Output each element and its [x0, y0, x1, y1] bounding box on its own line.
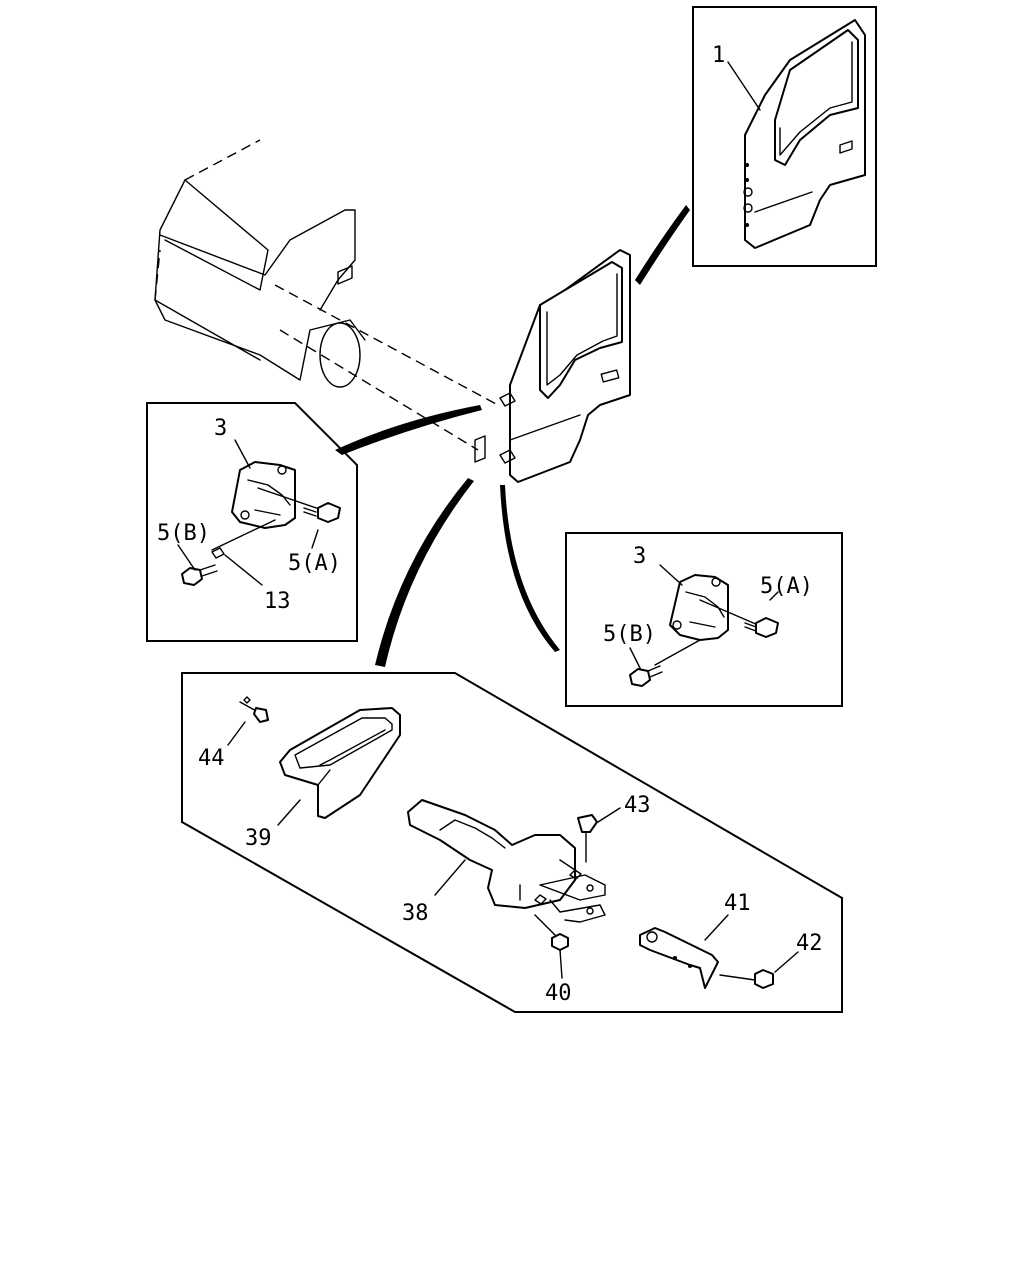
callout-44: 44: [198, 746, 225, 771]
pointer-lower-hinge: [500, 485, 560, 652]
door-checker-box: 44 39 38 43 40: [181, 672, 843, 1013]
callout-3-lower: 3: [633, 544, 646, 569]
upper-hinge-box: 3 5(A) 5(B) 13: [146, 402, 358, 642]
callout-1: 1: [712, 43, 725, 68]
callout-40: 40: [545, 981, 572, 1006]
callout-42: 42: [796, 931, 823, 956]
callout-38: 38: [402, 901, 429, 926]
projection-lines: [274, 284, 499, 451]
callout-41: 41: [724, 891, 751, 916]
callout-5b-lower: 5(B): [603, 622, 656, 647]
door-assembly-box: 1: [692, 6, 877, 267]
callout-13: 13: [264, 589, 291, 614]
pointer-checker: [375, 478, 474, 667]
front-door: [474, 249, 631, 483]
callout-5b-upper: 5(B): [157, 521, 210, 546]
callout-5a-upper: 5(A): [288, 551, 341, 576]
truck-cab-outline: [154, 139, 366, 388]
pointer-door: [635, 205, 690, 285]
callout-3-upper: 3: [214, 416, 227, 441]
callout-43: 43: [624, 793, 651, 818]
lower-hinge-box: 3 5(A) 5(B): [565, 532, 843, 707]
callout-39: 39: [245, 826, 272, 851]
pointer-upper-hinge: [335, 405, 482, 455]
callout-5a-lower: 5(A): [760, 574, 813, 599]
